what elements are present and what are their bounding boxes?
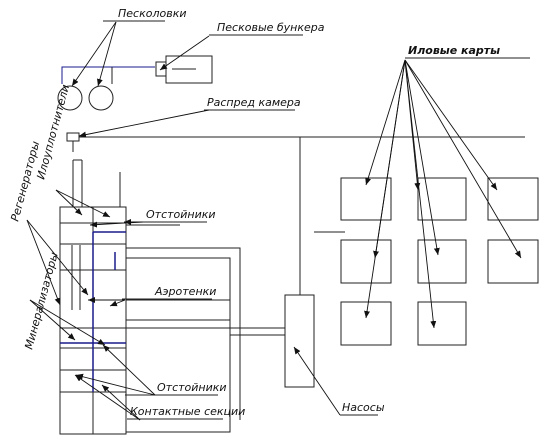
sludge-bed-6 [487,239,539,284]
label-regenerators: Регенераторы [8,139,42,222]
label-sand-traps: Песколовки [118,7,187,20]
label-distribution-chamber: Распред камера [207,96,301,109]
label-settlers-top: Отстойники [146,208,216,221]
label-sand-bunkers: Песковые бункера [217,21,325,34]
distribution-chamber [66,132,80,142]
sludge-bed-3 [487,177,539,221]
sludge-bed-2 [417,177,467,221]
label-sludge-beds: Иловые карты [408,44,500,57]
label-settlers-bottom: Отстойники [157,381,227,394]
sand-trap-pipe [61,66,155,84]
label-contact-sections: Контактные секции [130,405,245,418]
sand-trap-1 [57,85,83,111]
sludge-bed-8 [417,301,467,346]
label-mineralizers: Минерализаторы [22,251,60,351]
pumps [284,294,315,388]
sludge-bed-7 [340,301,392,346]
sand-trap-2 [88,85,114,111]
label-sludge-thickeners: Илоуплотнители [34,83,72,181]
sludge-bed-4 [340,239,392,284]
label-aeration-tanks: Аэротенки [154,285,216,298]
sludge-bed-5 [417,239,467,284]
label-pumps: Насосы [342,401,385,414]
